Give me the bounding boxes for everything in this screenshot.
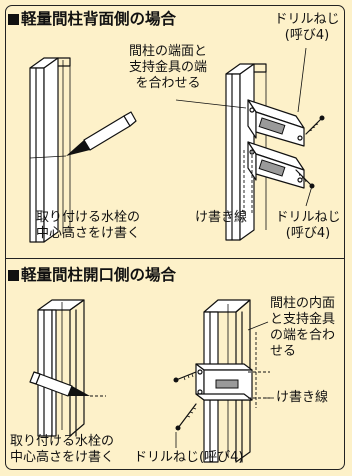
- label-mark-back-line-1: 取り付ける水栓の: [36, 210, 141, 225]
- label-align-line-2: 支持金具の端: [128, 60, 207, 75]
- support-bracket-lower: [247, 141, 305, 189]
- label-mark-height-back: 取り付ける水栓の 中心高さをけ書く: [36, 210, 140, 242]
- label-align-line-1: 間柱の端面と: [128, 44, 207, 59]
- label-screw-bottom-line-1: ドリルねじ: [275, 210, 341, 225]
- label-scribe-back: け書き線: [195, 210, 248, 225]
- label-align-ends: 間柱の端面と 支持金具の端 を合わせる: [118, 44, 218, 92]
- scribe-dash-lines-open: [248, 332, 270, 408]
- drill-screw-open-lower-icon: [175, 403, 197, 431]
- leader-lines-open: [175, 321, 274, 448]
- label-screw-open: ドリルねじ(呼び4): [134, 450, 244, 465]
- support-bracket-open: [195, 363, 253, 401]
- drill-screw-open-upper-icon: [173, 371, 197, 383]
- outer-frame: [5, 5, 345, 470]
- label-inner-line-1: 間柱の内面: [270, 296, 336, 311]
- pencil-icon: [29, 111, 137, 159]
- pencil-icon-2: [29, 371, 106, 397]
- drill-screw-upper-icon: [305, 115, 325, 135]
- stud-back-left-drawing: [29, 57, 71, 243]
- label-screw-top: ドリルねじ (呼び4): [268, 12, 346, 44]
- label-mark-back-line-2: 中心高さをけ書く: [36, 226, 141, 241]
- support-bracket-upper: [247, 99, 305, 147]
- label-inner-line-4: せる: [270, 344, 297, 359]
- section-divider: [5, 258, 345, 259]
- label-screw-top-line-2: (呼び4): [284, 28, 330, 43]
- stud-open-left-drawing: [37, 299, 85, 437]
- section-back-title: 軽量間柱背面側の場合: [8, 10, 176, 28]
- leader-lines-back: [175, 47, 313, 207]
- label-screw-top-line-1: ドリルねじ: [274, 12, 340, 27]
- label-inner-line-3: の端を合わ: [270, 328, 336, 343]
- label-mark-height-open: 取り付ける水栓の 中心高さをけ書く: [10, 434, 114, 466]
- label-screw-bottom: ドリルねじ (呼び4): [270, 210, 346, 242]
- label-inner-face: 間柱の内面 と支持金具 の端を合わ せる: [270, 296, 335, 360]
- label-screw-bottom-line-2: (呼び4): [285, 226, 331, 241]
- label-mark-open-line-1: 取り付ける水栓の: [10, 434, 115, 449]
- label-mark-open-line-2: 中心高さをけ書く: [10, 450, 115, 465]
- section-open-title: 軽量間柱開口側の場合: [8, 266, 176, 284]
- label-inner-line-2: と支持金具: [270, 312, 336, 327]
- scribe-dash-lines-back: [243, 150, 253, 214]
- label-scribe-open: け書き線: [276, 390, 329, 405]
- label-align-line-3: を合わせる: [135, 76, 201, 91]
